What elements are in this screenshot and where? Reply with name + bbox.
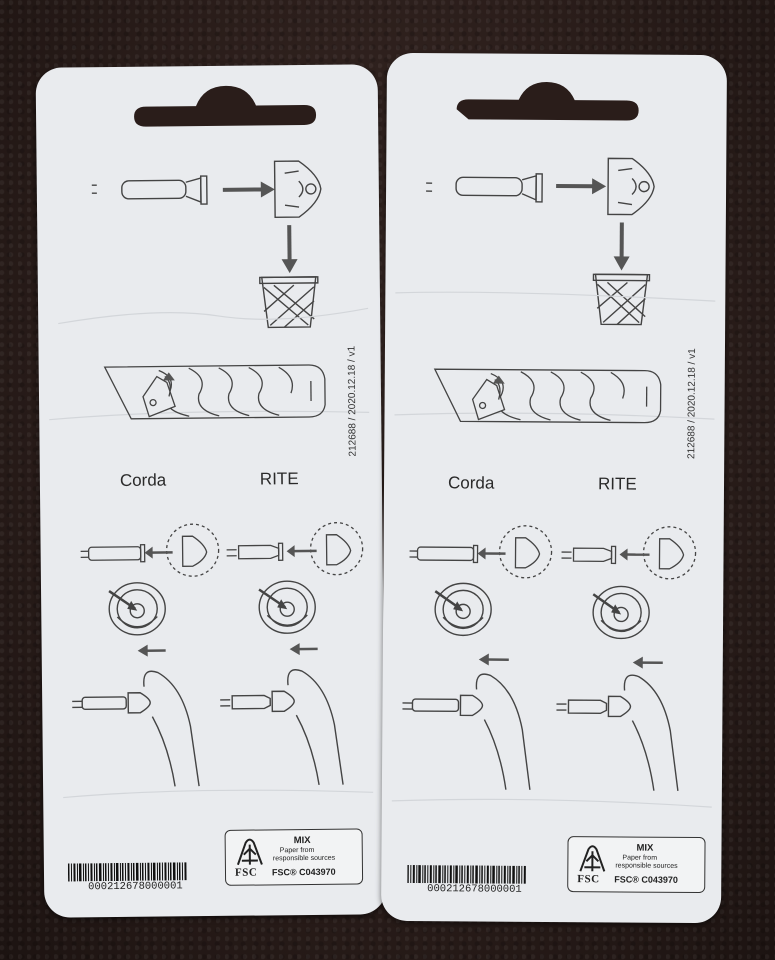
fsc-tree-icon: [236, 838, 263, 866]
fsc-line2: responsible sources: [272, 854, 336, 863]
hang-hole: [456, 81, 639, 121]
corda-label: Corda: [119, 470, 167, 490]
instruction-card-left: Corda RITE 212688 / 2020.12.18 / v1 0002…: [35, 64, 387, 918]
version-code: 212688 / 2020.12.18 / v1: [346, 345, 359, 457]
rite-label: RITE: [597, 474, 637, 494]
instruction-card-right: Corda RITE 212688 / 2020.12.18 / v1 0002…: [380, 52, 728, 924]
fsc-label: FSC MIX Paper from responsible sources F…: [224, 828, 364, 886]
fsc-logo-text: FSC: [234, 866, 258, 879]
version-code: 212688 / 2020.12.18 / v1: [686, 348, 698, 459]
fsc-line1: Paper from: [279, 846, 315, 855]
corda-label: Corda: [447, 473, 495, 493]
fsc-mix: MIX: [636, 842, 654, 854]
fsc-line1: Paper from: [622, 854, 658, 862]
fsc-tree-icon: [579, 845, 606, 872]
fsc-logo-text: FSC: [577, 873, 600, 886]
barcode-number: 000212678000001: [427, 883, 522, 896]
fsc-line2: responsible sources: [615, 862, 678, 870]
barcode: [407, 864, 526, 884]
fsc-label: FSC MIX Paper from responsible sources F…: [567, 836, 706, 894]
fsc-code: FSC® C043970: [271, 866, 336, 878]
fsc-code: FSC® C043970: [614, 874, 678, 885]
instruction-illustrations: [391, 81, 716, 808]
instruction-illustrations: [49, 85, 374, 799]
barcode: [67, 862, 187, 882]
barcode-number: 000212678000001: [88, 880, 183, 894]
rite-label: RITE: [259, 469, 299, 489]
fsc-mix: MIX: [293, 834, 311, 847]
hang-hole: [134, 85, 317, 127]
